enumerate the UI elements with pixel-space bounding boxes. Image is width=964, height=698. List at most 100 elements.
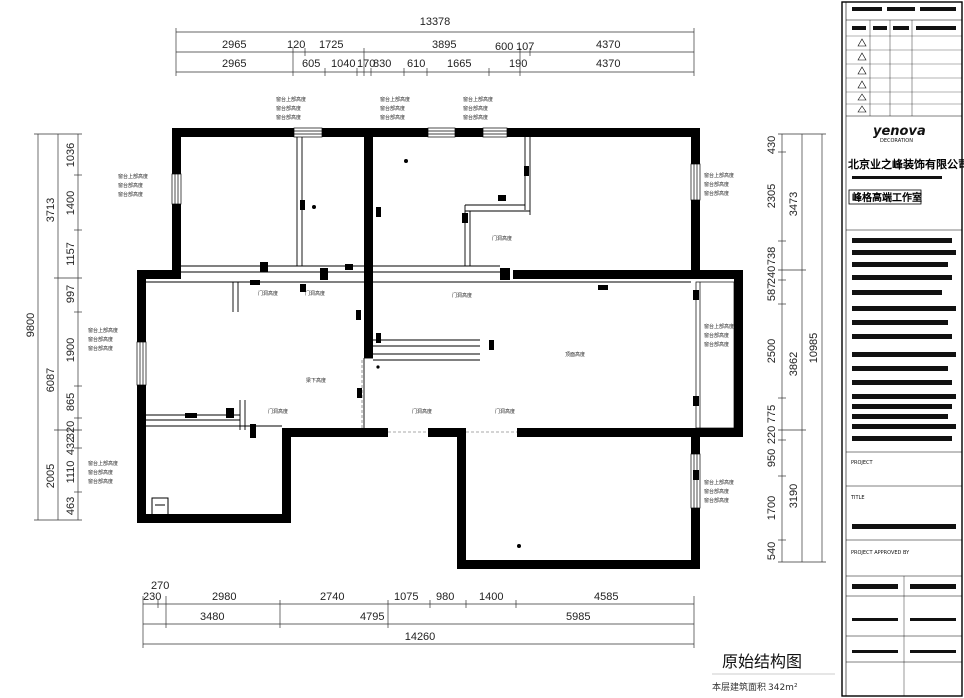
right-dim-label: 240 [766, 266, 778, 284]
top-dim-label: 170 [357, 58, 375, 70]
window-note: 窗台部高度 [463, 105, 488, 112]
right-dim-label: 775 [766, 405, 778, 423]
corner-fixture [151, 497, 169, 514]
left-total-dimension: 9800 [25, 313, 37, 337]
project-label: PROJECT [851, 460, 874, 466]
right-row2-labels: 3473 3862 3190 [788, 192, 800, 508]
floor-area-label: 本层建筑面积 [712, 681, 766, 693]
bottom-dim-label: 3480 [200, 611, 224, 623]
approved-label: PROJECT APPROVED BY [851, 550, 910, 556]
title-block-text-bars [852, 7, 956, 653]
window-note: 窗台部高度 [704, 488, 729, 495]
top-dim-label: 605 [302, 58, 320, 70]
right-dim-label: 2305 [766, 184, 778, 208]
floor-area-value: 342m² [768, 683, 798, 693]
window-note: 窗台上部高度 [704, 323, 734, 330]
door-openings [361, 360, 517, 433]
left-dim-label: 6087 [45, 368, 57, 392]
door-note: 门洞高度 [258, 290, 278, 297]
top-dim-label: 610 [407, 58, 425, 70]
right-dim-label: 3473 [788, 192, 800, 216]
right-dim-label: 540 [766, 542, 778, 560]
bottom-dim-label: 1075 [394, 591, 418, 603]
bottom-dim-label: 230 [143, 591, 161, 603]
top-dim-label: 120 [287, 39, 305, 51]
top-dim-label: 1040 [331, 58, 355, 70]
left-dim-label: 1157 [65, 242, 77, 266]
top-dim-label: 600 [495, 41, 513, 53]
right-dimension-group [778, 133, 826, 563]
title-label: TITLE [850, 495, 865, 501]
window-note: 窗台部高度 [704, 181, 729, 188]
window-annotations: 窗台上部高度 窗台部高度 窗台部高度 窗台上部高度 窗台部高度 窗台部高度 窗台… [88, 96, 734, 504]
window-note: 窗台部高度 [380, 105, 405, 112]
studio-box [848, 189, 922, 205]
window-note: 窗台上部高度 [463, 96, 493, 103]
left-dim-label: 865 [65, 393, 77, 411]
top-dim-label: 107 [516, 41, 534, 53]
right-dim-label: 587 [766, 283, 778, 301]
window-note: 窗台上部高度 [704, 172, 734, 179]
window-note: 窗台上部高度 [276, 96, 306, 103]
bottom-dim-label: 2980 [212, 591, 236, 603]
right-dim-label: 2500 [766, 339, 778, 363]
door-note: 门洞高度 [412, 408, 432, 415]
bottom-row1-labels: 230 270 2980 2740 1075 980 1400 4585 [143, 580, 618, 603]
left-dim-label: 1400 [65, 191, 77, 215]
window-note: 窗台上部高度 [118, 173, 148, 180]
company-logo: yenova [873, 124, 926, 139]
left-dim-label: 432 [65, 437, 77, 455]
company-name: 北京业之峰装饰有限公司 [848, 157, 964, 171]
right-dim-label: 738 [766, 247, 778, 265]
left-row1-labels: 1036 1400 1157 997 1900 865 320 432 1110… [65, 143, 77, 515]
right-dim-label: 1700 [766, 496, 778, 520]
window-note: 窗台上部高度 [88, 460, 118, 467]
top-dim-label: 1725 [319, 39, 343, 51]
right-dim-label: 220 [766, 426, 778, 444]
right-dim-label: 430 [766, 136, 778, 154]
bottom-dim-label: 5985 [566, 611, 590, 623]
window-note: 窗台部高度 [463, 114, 488, 121]
window-note: 窗台上部高度 [380, 96, 410, 103]
windows [136, 127, 735, 509]
window-note: 窗台部高度 [704, 341, 729, 348]
top-dim-label: 190 [509, 58, 527, 70]
bottom-dim-label: 1400 [479, 591, 503, 603]
left-dimension-group [34, 133, 82, 521]
bottom-dim-label: 2740 [320, 591, 344, 603]
door-note: 门洞高度 [268, 408, 288, 415]
bottom-dim-label: 4585 [594, 591, 618, 603]
window-note: 窗台上部高度 [704, 479, 734, 486]
living-note: 顶面高度 [565, 351, 585, 358]
right-dim-label: 950 [766, 449, 778, 467]
bottom-dim-label: 4795 [360, 611, 384, 623]
left-dim-label: 1110 [65, 461, 77, 484]
window-note: 窗台部高度 [88, 336, 113, 343]
fixtures [185, 159, 699, 548]
window-note: 窗台部高度 [88, 469, 113, 476]
door-note: 门洞高度 [452, 292, 472, 299]
interior-partitions [146, 137, 691, 430]
left-dim-label: 463 [65, 497, 77, 515]
bottom-dim-label: 980 [436, 591, 454, 603]
beam-note: 梁下高度 [306, 377, 326, 384]
left-dim-label: 997 [65, 285, 77, 303]
door-note: 门洞高度 [305, 290, 325, 297]
left-dim-label: 320 [65, 421, 77, 439]
window-note: 窗台部高度 [704, 497, 729, 504]
window-note: 窗台部高度 [380, 114, 405, 121]
top-dim-label: 1665 [447, 58, 471, 70]
left-dim-label: 1900 [65, 338, 77, 362]
top-row1-labels: 2965 120 1725 3895 600 107 4370 [222, 39, 620, 53]
right-row1-labels: 430 2305 738 240 587 2500 775 220 950 17… [766, 136, 778, 560]
drawing-title: 原始结构图 [722, 652, 802, 671]
window-note: 窗台部高度 [276, 114, 301, 121]
left-dim-label: 1036 [65, 143, 77, 167]
top-dim-label: 4370 [596, 58, 620, 70]
bottom-dimension-group [142, 596, 695, 648]
top-dimension-group [175, 28, 695, 76]
company-logo-sub: DECORATION [880, 138, 913, 144]
window-note: 窗台部高度 [118, 191, 143, 198]
door-note: 门洞高度 [495, 408, 515, 415]
